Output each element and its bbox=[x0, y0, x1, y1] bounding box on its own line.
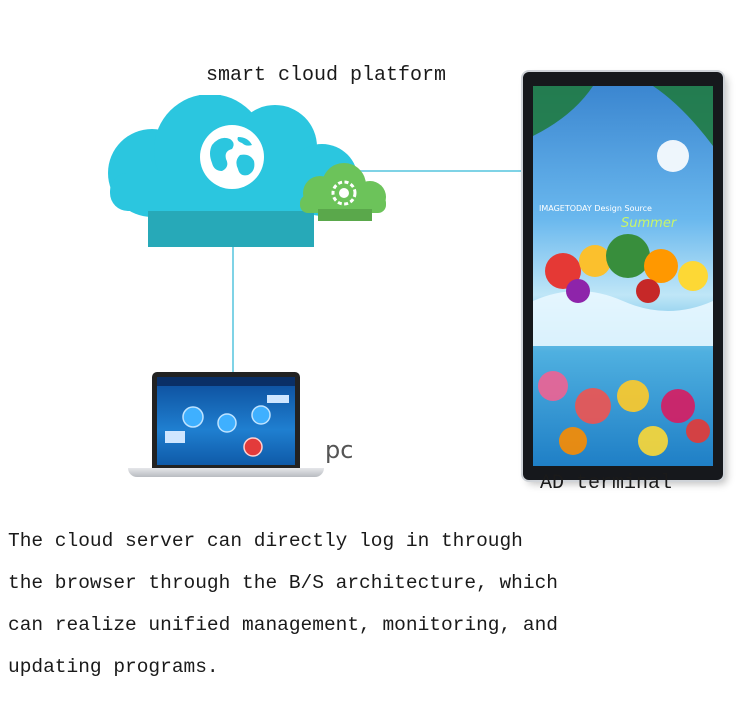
cloud-diagram bbox=[108, 95, 386, 247]
terminal-brand-text: IMAGETODAY Design Source bbox=[539, 204, 652, 213]
sun-icon bbox=[657, 140, 689, 172]
connector-cloud-to-pc bbox=[232, 247, 234, 377]
connector-cloud-to-terminal bbox=[355, 170, 525, 172]
platform-label: smart cloud platform bbox=[206, 64, 447, 87]
mango-icon bbox=[579, 245, 611, 277]
description-line: updating programs. bbox=[8, 656, 219, 678]
description-text: The cloud server can directly log in thr… bbox=[8, 520, 742, 688]
small-cloud bbox=[300, 163, 386, 221]
laptop-lid bbox=[152, 372, 300, 468]
orange-icon bbox=[644, 249, 678, 283]
laptop-screen bbox=[157, 377, 295, 465]
terminal-season-text: Summer bbox=[621, 216, 677, 231]
terminal-screen-art bbox=[533, 86, 713, 456]
pc-label: pc bbox=[325, 436, 354, 464]
strawberry-icon bbox=[545, 253, 581, 289]
globe-icon bbox=[200, 125, 264, 189]
laptop-screen-content bbox=[157, 377, 295, 457]
laptop-base bbox=[128, 468, 324, 477]
terminal-screen: IMAGETODAY Design Source Summer bbox=[533, 86, 713, 466]
gear-icon bbox=[331, 180, 357, 206]
ad-terminal: IMAGETODAY Design Source Summer bbox=[523, 72, 723, 480]
description-line: The cloud server can directly log in thr… bbox=[8, 530, 523, 552]
pc-laptop bbox=[128, 372, 328, 482]
cloud-base bbox=[148, 211, 314, 247]
watermelon-icon bbox=[606, 234, 650, 278]
description-line: can realize unified management, monitori… bbox=[8, 614, 558, 636]
terminal-label: AD terminal bbox=[540, 472, 673, 495]
description-line: the browser through the B/S architecture… bbox=[8, 572, 558, 594]
